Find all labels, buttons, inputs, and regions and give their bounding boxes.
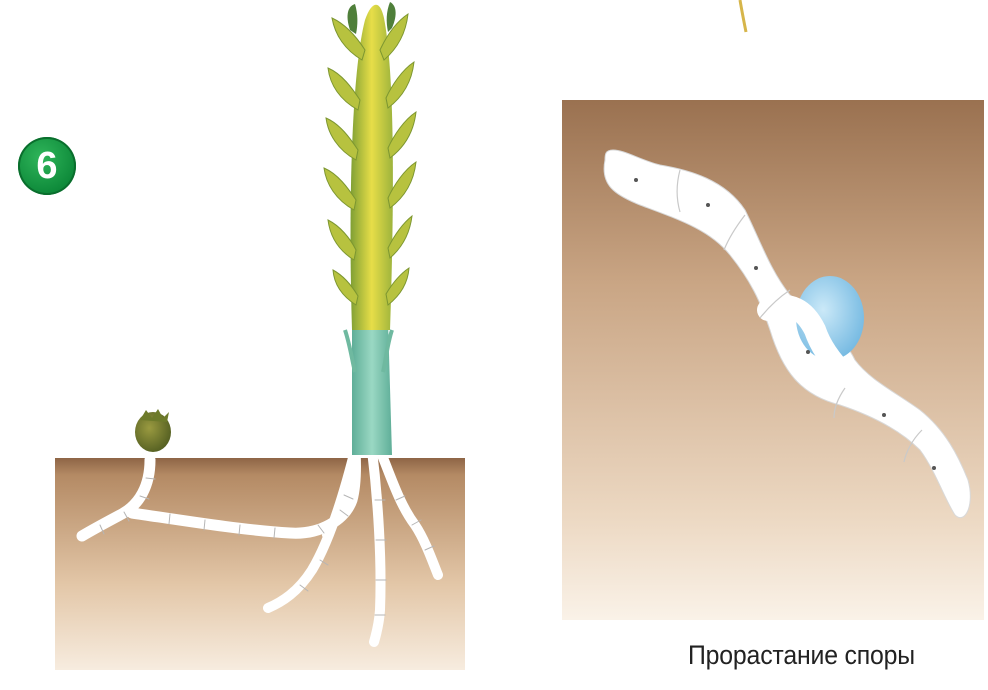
- moss-stem-base: [352, 320, 392, 455]
- figure-caption: Прорастание споры: [688, 640, 915, 671]
- soil-block-left: [55, 458, 465, 670]
- leafy-shoot: [324, 2, 416, 330]
- step-number-badge: 6: [18, 137, 76, 195]
- stalk-fragment: [740, 0, 746, 32]
